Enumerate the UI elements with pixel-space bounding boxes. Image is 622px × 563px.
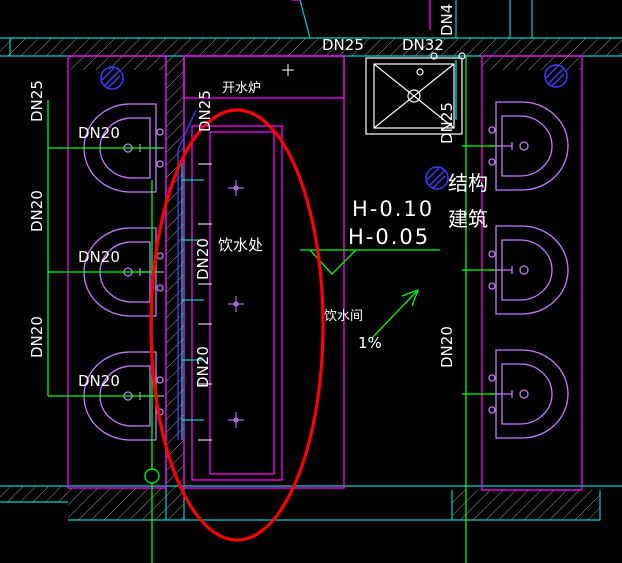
label-dn20-corridor-1: DN20 xyxy=(194,238,212,280)
label-dn25-corridor: DN25 xyxy=(196,90,214,132)
room-outlines xyxy=(67,0,583,491)
right-column-bottom-hatch xyxy=(452,490,600,520)
label-dn20-sink-2: DN20 xyxy=(78,248,120,266)
label-structure: 结构 xyxy=(448,171,488,195)
label-drinking-station: 饮水处 xyxy=(218,236,263,254)
left-column-bottom-hatch xyxy=(68,488,166,520)
boiler-outline xyxy=(183,55,345,99)
label-architecture: 建筑 xyxy=(448,207,488,231)
floor-drain-right xyxy=(544,64,568,88)
label-dn20-right: DN20 xyxy=(438,326,456,368)
label-elevation-structure: H-0.10 xyxy=(352,197,434,221)
drinking-faucets xyxy=(228,180,244,428)
label-slope: 1% xyxy=(358,334,382,352)
label-dn20-sink-1: DN20 xyxy=(78,124,120,142)
top-wall-band xyxy=(0,38,622,56)
bottom-left-hatch xyxy=(0,486,68,502)
right-washbasins xyxy=(488,101,569,439)
washbasin-right-2 xyxy=(488,225,569,315)
floor-drain-center xyxy=(425,166,449,190)
drain-pipe xyxy=(177,109,197,440)
right-washroom-outline xyxy=(481,55,583,491)
floor-drain-left xyxy=(100,66,124,90)
slope-arrow xyxy=(371,288,420,339)
branch-pipes xyxy=(181,60,457,440)
label-drinking-room: 饮水间 xyxy=(324,309,363,324)
label-dn4-top: DN4 xyxy=(438,4,456,36)
label-elevation-finish: H-0.05 xyxy=(348,225,430,249)
floor-drain-symbols xyxy=(100,64,568,190)
drinking-counter-inner xyxy=(209,131,275,475)
label-dn25-left: DN25 xyxy=(28,80,46,122)
riser-pipe-symbol xyxy=(144,468,160,484)
drinking-counter-outer xyxy=(191,125,283,481)
label-dn25-right: DN25 xyxy=(438,102,456,144)
tick-marks xyxy=(198,64,294,441)
label-dn20-sink-3: DN20 xyxy=(78,372,120,390)
label-dn32-top: DN32 xyxy=(402,36,444,54)
label-dn25-top: DN25 xyxy=(322,36,364,54)
label-dn20-corridor-2: DN20 xyxy=(194,346,212,388)
label-dn20-left-1: DN20 xyxy=(28,190,46,232)
left-column-top-hatch xyxy=(68,56,166,70)
center-left-column-hatch xyxy=(166,56,184,520)
washbasin-right-1 xyxy=(488,101,569,191)
right-column-top-hatch xyxy=(482,56,582,70)
wall-hatching xyxy=(0,38,622,520)
mop-sink xyxy=(365,52,466,135)
highlight-ellipse xyxy=(149,108,325,542)
label-dn20-left-2: DN20 xyxy=(28,316,46,358)
text-labels: DN25 DN32 DN4 DN25 DN20 DN20 DN20 DN20 D… xyxy=(28,4,488,390)
washbasin-right-3 xyxy=(488,349,569,439)
label-boiler: 开水炉 xyxy=(222,81,261,96)
